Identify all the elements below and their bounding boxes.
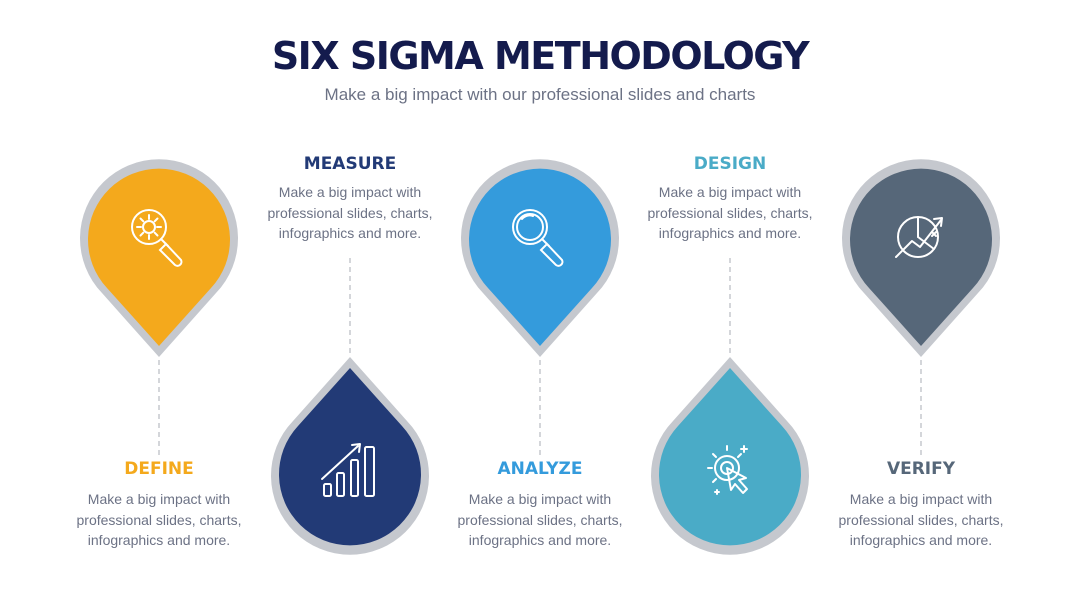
pin-analyze — [461, 159, 620, 357]
gear-magnifier-icon — [131, 209, 183, 267]
step-design-title: DESIGN — [693, 154, 767, 174]
page-title: SIX SIGMA METHODOLOGY — [271, 34, 810, 78]
pin-design — [651, 357, 810, 555]
pie-chart-growth-icon — [895, 216, 943, 258]
step-design-desc: Make a big impact with professional slid… — [647, 184, 813, 241]
page-subtitle: Make a big impact with our professional … — [324, 85, 756, 104]
pin-define — [80, 159, 239, 357]
magnifier-icon — [512, 209, 564, 267]
step-measure-title: MEASURE — [303, 154, 397, 174]
bar-chart-growth-icon — [321, 443, 375, 497]
step-verify-title: VERIFY — [886, 459, 956, 479]
step-verify-desc: Make a big impact with professional slid… — [838, 491, 1004, 548]
step-analyze-desc: Make a big impact with professional slid… — [457, 491, 623, 548]
step-analyze-title: ANALYZE — [497, 459, 583, 479]
step-define-desc: Make a big impact with professional slid… — [76, 491, 242, 548]
pin-measure — [271, 357, 429, 555]
pin-verify — [842, 159, 1000, 357]
step-measure-desc: Make a big impact with professional slid… — [267, 184, 433, 241]
step-define-title: DEFINE — [124, 459, 194, 479]
click-cursor-icon — [707, 445, 748, 495]
